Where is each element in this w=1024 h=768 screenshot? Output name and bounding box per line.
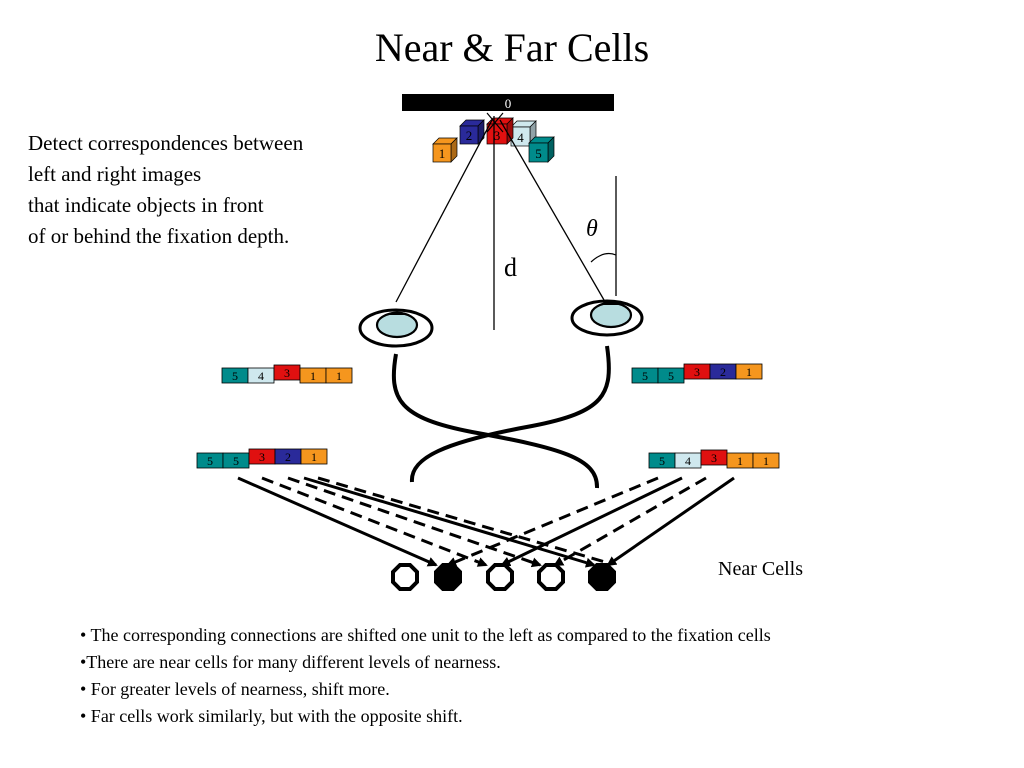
strip-cell: 1 [735, 363, 763, 380]
strip-cell: 5 [221, 367, 249, 384]
angle-arc [590, 252, 617, 263]
theta-label: θ [586, 216, 598, 242]
left-eye-image-strip: 5 4 3 1 1 [221, 364, 353, 384]
scene-cube-label: 4 [517, 130, 524, 145]
dashed-connection-arrow [553, 476, 707, 567]
strip-cell: 2 [709, 363, 737, 380]
strip-cell-label: 2 [285, 450, 291, 464]
right-eye-image-strip: 5 5 3 2 1 [631, 363, 763, 384]
scene-cube-1: 1 [432, 137, 458, 163]
scene-cube-5: 5 [528, 136, 555, 163]
strip-cell: 3 [700, 449, 728, 466]
strip-cell: 1 [325, 367, 353, 384]
left-input-strip: 5 5 3 2 1 [196, 448, 328, 469]
strip-cell-label: 2 [720, 365, 726, 379]
strip-cell: 4 [674, 452, 702, 469]
scene-cube-label: 3 [494, 128, 501, 143]
intro-line: that indicate objects in front [28, 193, 264, 217]
distance-label: d [504, 253, 517, 282]
strip-cell: 3 [248, 448, 276, 465]
strip-cell-label: 3 [259, 450, 265, 464]
strip-cell-label: 3 [284, 366, 290, 380]
dashed-connection-arrow [287, 476, 542, 568]
strip-cell-label: 1 [746, 365, 752, 379]
strip-cell: 5 [657, 367, 685, 384]
strip-cell-label: 1 [763, 454, 769, 468]
strip-cell-label: 5 [207, 454, 213, 468]
fixation-label: 0 [505, 96, 512, 111]
strip-cell-label: 5 [668, 369, 674, 383]
right-sight-line [499, 119, 605, 301]
strip-cell: 5 [631, 367, 659, 384]
fixation-bar [402, 94, 614, 111]
near-cell-inactive [391, 563, 419, 591]
strip-cell-label: 1 [311, 450, 317, 464]
near-cell-inactive [537, 563, 565, 591]
right-eye [570, 299, 644, 337]
intro-line: left and right images [28, 162, 202, 186]
strip-cell: 1 [299, 367, 327, 384]
strip-cell: 5 [222, 452, 250, 469]
bullet-item: • For greater levels of nearness, shift … [80, 679, 390, 699]
dashed-connection-arrow [261, 476, 488, 567]
strip-cell-label: 1 [336, 369, 342, 383]
strip-cell-label: 3 [694, 365, 700, 379]
solid-connection-arrow [237, 476, 438, 567]
bullet-item: •There are near cells for many different… [80, 652, 501, 672]
scene-cube-label: 5 [535, 146, 542, 161]
bullet-list: • The corresponding connections are shif… [80, 622, 1000, 730]
solid-connection-arrow [500, 476, 683, 567]
intro-line: of or behind the fixation depth. [28, 224, 290, 248]
strip-cell-label: 4 [258, 369, 264, 383]
right-input-strip: 5 4 3 1 1 [648, 449, 780, 469]
solid-connection-arrow [303, 476, 596, 568]
near-cells-row [391, 563, 616, 591]
dashed-connection-arrow [317, 476, 606, 564]
intro-text: Detect correspondences between left and … [28, 128, 388, 252]
scene-objects: 2 4 1 5 3 [432, 117, 555, 163]
slide-title: Near & Far Cells [374, 25, 650, 70]
solid-connection-arrow [606, 476, 735, 567]
near-cell-active [434, 563, 462, 591]
strip-cell-label: 1 [310, 369, 316, 383]
strip-cell: 5 [196, 452, 224, 469]
scene-cube-label: 2 [466, 128, 473, 143]
strip-cell: 3 [273, 364, 301, 381]
strip-cell-label: 1 [737, 454, 743, 468]
strip-cell-label: 5 [233, 454, 239, 468]
strip-cell: 3 [683, 363, 711, 380]
strip-cell: 1 [726, 452, 754, 469]
intro-line: Detect correspondences between [28, 131, 304, 155]
strip-cell: 1 [752, 452, 780, 469]
near-cell-active [588, 563, 616, 591]
strip-cell-label: 5 [659, 454, 665, 468]
left-optic-nerve [391, 353, 600, 489]
scene-cube-label: 1 [439, 146, 446, 161]
strip-cell-label: 4 [685, 454, 691, 468]
scene-cube-2: 2 [459, 119, 485, 145]
strip-cell: 1 [300, 448, 328, 465]
near-cell-inactive [486, 563, 514, 591]
bullet-item: • The corresponding connections are shif… [80, 625, 771, 645]
near-cells-label: Near Cells [718, 558, 803, 580]
right-optic-nerve [409, 345, 611, 483]
strip-cell: 2 [274, 448, 302, 465]
strip-cell: 4 [247, 367, 275, 384]
left-sight-line [395, 119, 493, 303]
bullet-item: • Far cells work similarly, but with the… [80, 706, 463, 726]
strip-cell-label: 5 [642, 369, 648, 383]
connection-arrows [237, 476, 735, 568]
strip-cell-label: 3 [711, 451, 717, 465]
strip-cell-label: 5 [232, 369, 238, 383]
strip-cell: 5 [648, 452, 676, 469]
left-eye [358, 308, 434, 348]
fixation-cross-line [486, 112, 504, 133]
